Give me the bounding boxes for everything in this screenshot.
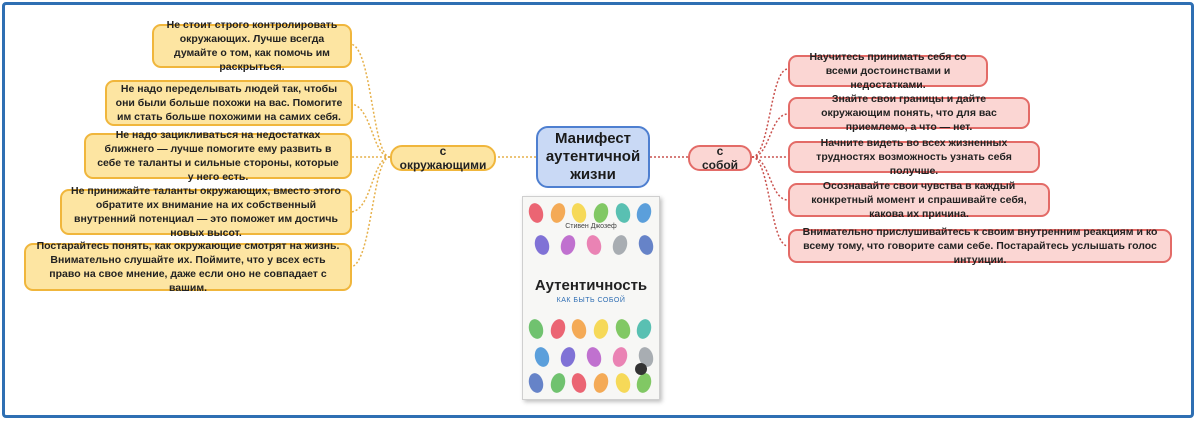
fingerprint-mark <box>526 371 546 395</box>
branch-others: с окружающими <box>390 144 496 172</box>
central-topic: Манифест аутентичной жизни <box>536 126 650 188</box>
fingerprint-mark <box>569 371 589 395</box>
fingerprint-mark <box>634 371 654 395</box>
fingerprint-mark <box>548 317 568 341</box>
fingerprint-mark <box>548 371 568 395</box>
fingerprint-mark <box>610 345 630 369</box>
fingerprint-mark <box>558 345 578 369</box>
branch-self: с собой <box>688 144 752 172</box>
fingerprint-mark <box>636 233 656 257</box>
book-subtitle: КАК БЫТЬ СОБОЙ <box>556 297 626 304</box>
self-item-3: Начните видеть во всех жизненных труднос… <box>788 137 1040 177</box>
publisher-logo-icon <box>635 363 647 375</box>
fingerprint-mark <box>634 317 654 341</box>
fingerprint-mark <box>558 233 578 257</box>
fingerprint-mark <box>591 201 611 225</box>
fingerprint-mark <box>634 201 654 225</box>
fingerprint-mark <box>569 201 589 225</box>
fingerprint-mark <box>591 317 611 341</box>
self-item-1: Научитесь принимать себя со всеми достои… <box>788 51 988 91</box>
fingerprint-mark <box>591 371 611 395</box>
fingerprint-mark <box>610 233 630 257</box>
left-connectors <box>349 43 536 268</box>
self-item-2: Знайте свои границы и дайте окружающим п… <box>788 93 1030 133</box>
fingerprint-mark <box>613 201 633 225</box>
self-item-4: Осознавайте свои чувства в каждый конкре… <box>788 180 1050 220</box>
fingerprint-mark <box>584 233 604 257</box>
fingerprint-mark <box>532 345 552 369</box>
right-connectors <box>650 68 789 247</box>
book-author: Стивен Джозеф <box>565 223 617 230</box>
fingerprint-mark <box>548 201 568 225</box>
others-item-4: Не принижайте таланты окружающих, вместо… <box>60 185 352 239</box>
fingerprint-mark <box>526 317 546 341</box>
fingerprint-mark <box>526 201 546 225</box>
fingerprint-mark <box>532 233 552 257</box>
book-cover: Стивен Джозеф Аутентичность КАК БЫТЬ СОБ… <box>522 196 660 400</box>
others-item-2: Не надо переделывать людей так, чтобы он… <box>105 80 353 126</box>
fingerprint-mark <box>613 371 633 395</box>
book-title: Аутентичность <box>534 277 648 294</box>
others-item-3: Не надо зацикливаться на недостатках бли… <box>84 129 352 183</box>
fingerprint-mark <box>613 317 633 341</box>
others-item-5: Постарайтесь понять, как окружающие смот… <box>24 240 352 294</box>
fingerprint-mark <box>569 317 589 341</box>
fingerprint-mark <box>584 345 604 369</box>
others-item-1: Не стоит строго контролировать окружающи… <box>152 19 352 73</box>
self-item-5: Внимательно прислушивайтесь к своим внут… <box>788 226 1172 266</box>
